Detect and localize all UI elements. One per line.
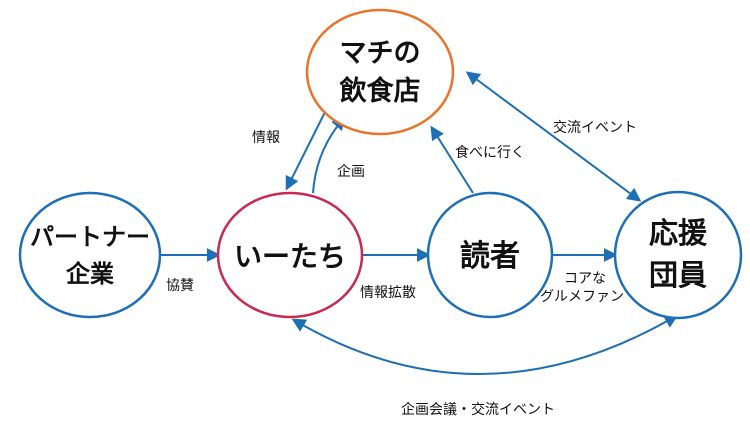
node-reader: 読者 xyxy=(426,191,554,319)
restaurant-circle xyxy=(305,8,455,136)
edge-label-kikaku: 企画 xyxy=(337,163,365,180)
reader-label: 読者 xyxy=(460,239,520,274)
edge-label-joho: 情報 xyxy=(252,130,280,146)
node-supporters: 応援 団員 xyxy=(613,190,743,320)
edge-label-bottom: 企画会議・交流イベント xyxy=(401,401,555,418)
edge-label-core-gourmet-line1: コアな xyxy=(564,271,606,287)
reader-circle xyxy=(426,191,554,319)
edges xyxy=(160,71,679,375)
edge-itachi-to-restaurant-plan xyxy=(312,115,346,194)
edge-label-joho-kakusan: 情報拡散 xyxy=(360,285,416,301)
itachi-label: いーたち xyxy=(234,240,346,273)
edge-labels: 情報 企画 食べに行く 交流イベント 協賛 情報拡散 コアな グルメファン 企画… xyxy=(166,119,637,418)
partner-label-line1: パートナー xyxy=(30,223,150,251)
partner-circle xyxy=(18,191,162,319)
node-restaurant: マチの 飲食店 xyxy=(305,8,455,136)
edge-label-tabeni: 食べに行く xyxy=(455,144,525,161)
restaurant-label-line1: マチの xyxy=(340,38,421,69)
edge-label-kyousan: 協賛 xyxy=(166,278,194,294)
edge-label-koryu-event: 交流イベント xyxy=(553,119,637,136)
supporters-circle xyxy=(613,190,743,320)
edge-label-core-gourmet-line2: グルメファン xyxy=(540,289,624,305)
edge-itachi-supporters-bottom xyxy=(291,314,679,375)
node-partner: パートナー 企業 xyxy=(18,191,162,319)
restaurant-label-line2: 飲食店 xyxy=(339,75,421,107)
edge-restaurant-to-itachi-info xyxy=(285,109,327,191)
partner-label-line2: 企業 xyxy=(66,260,114,288)
supporters-label-line2: 団員 xyxy=(649,258,707,292)
itachi-circle xyxy=(216,191,364,319)
supporters-label-line1: 応援 xyxy=(649,216,708,250)
node-itachi: いーたち xyxy=(216,191,364,319)
edge-restaurant-supporters-exchange xyxy=(465,71,642,202)
